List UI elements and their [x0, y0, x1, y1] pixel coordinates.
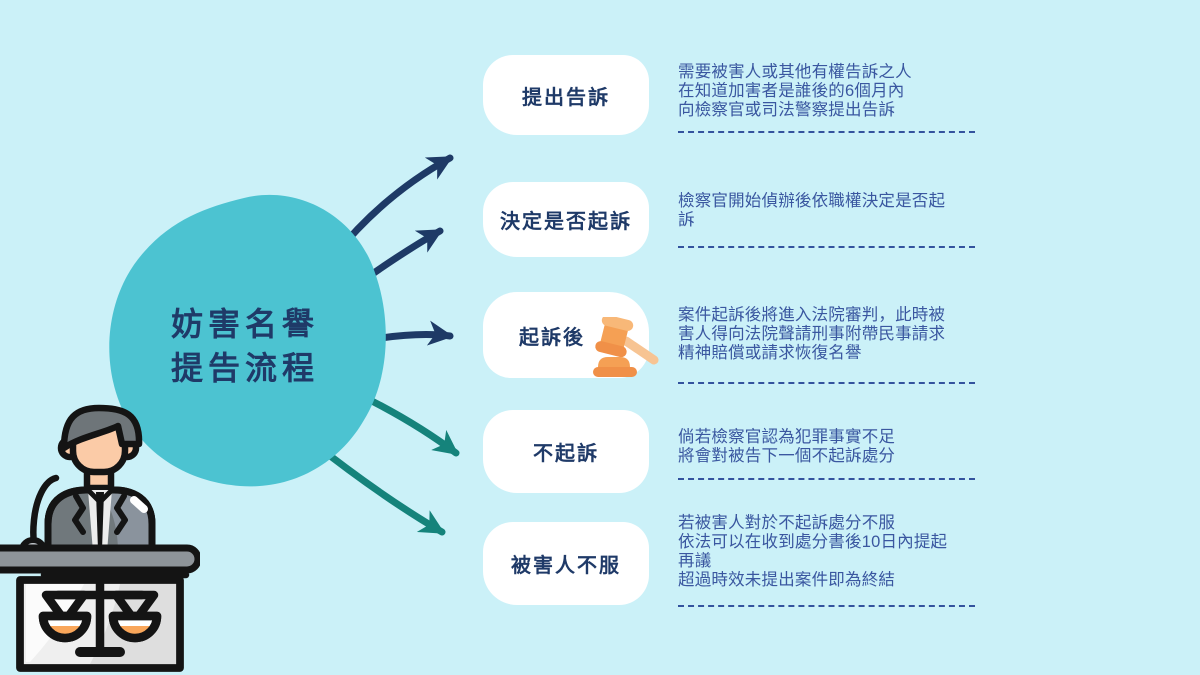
page-title-line2: 提告流程 [170, 350, 319, 386]
step-description: 檢察官開始偵辦後依職權決定是否起 訴 [678, 192, 946, 229]
dashed-separator [678, 605, 975, 607]
page-title: 妨害名譽 提告流程 [135, 302, 355, 390]
gavel-icon [593, 317, 659, 377]
step-label: 起訴後 [519, 326, 585, 349]
step-description: 需要被害人或其他有權告訴之人 在知道加害者是誰後的6個月內 向檢察官或司法警察提… [678, 63, 912, 119]
dashed-separator [678, 382, 975, 384]
dashed-separator [678, 478, 975, 480]
step-label: 被害人不服 [511, 555, 621, 577]
step-box-file-complaint: 提出告訴 [483, 55, 649, 135]
judge-hair [60, 404, 143, 452]
page-title-line1: 妨害名譽 [170, 306, 319, 342]
step-box-victim-objection: 被害人不服 [483, 522, 649, 605]
step-description: 案件起訴後將進入法院審判，此時被 害人得向法院聲請刑事附帶民事請求 精神賠償或請… [678, 306, 946, 362]
blob-shape [109, 194, 386, 487]
judge-figure [44, 404, 156, 556]
step-box-decide-prosecution: 決定是否起訴 [483, 182, 649, 257]
judge-tie [96, 492, 104, 550]
scales-of-justice-icon [38, 575, 162, 657]
dashed-separator [678, 131, 975, 133]
step-description: 倘若檢察官認為犯罪事實不足 將會對被告下一個不起訴處分 [678, 428, 896, 465]
central-topic: 妨害名譽 提告流程 [102, 190, 392, 495]
step-label: 提出告訴 [522, 86, 610, 109]
podium [0, 544, 200, 672]
dashed-separator [678, 246, 975, 248]
step-box-non-prosecution: 不起訴 [483, 410, 649, 493]
step-description: 若被害人對於不起訴處分不服 依法可以在收到處分書後10日內提起 再議 超過時效未… [678, 514, 948, 589]
step-label: 決定是否起訴 [500, 211, 632, 233]
judge-at-podium-illustration [0, 404, 200, 672]
step-label: 不起訴 [533, 443, 599, 465]
